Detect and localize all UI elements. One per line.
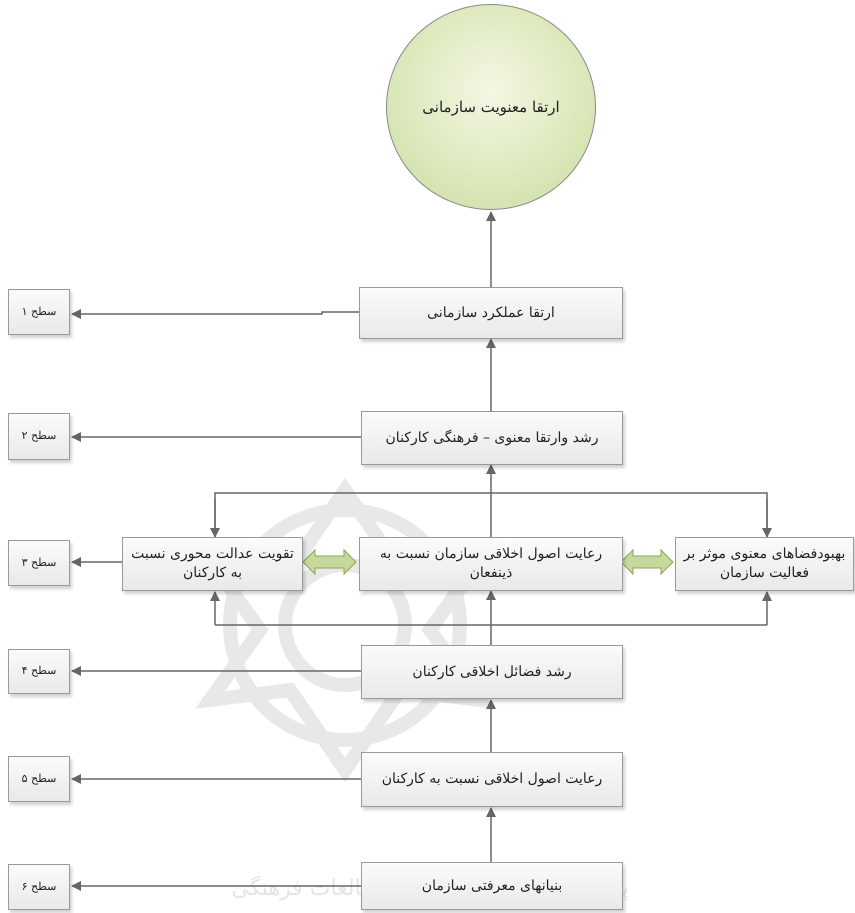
box-spiritual-cultural-growth: رشد وارتقا معنوی – فرهنگی کارکنان xyxy=(361,411,623,465)
box-label: تقویت عدالت محوری نسبت به کارکنان xyxy=(131,546,294,581)
box-label: بهبودفضاهای معنوی موثر بر فعالیت سازمان xyxy=(683,546,846,581)
goal-label: ارتقا معنویت سازمانی xyxy=(422,98,560,116)
level-label-1: سطح ۱ xyxy=(8,289,70,335)
box-ethics-stakeholders: رعایت اصول اخلاقی سازمان نسبت به ذینفعان xyxy=(359,537,623,591)
box-label: بنیانهای معرفتی سازمان xyxy=(421,877,563,894)
box-label: رشد وارتقا معنوی – فرهنگی کارکنان xyxy=(385,429,599,446)
level-label-2: سطح ۲ xyxy=(8,413,70,460)
box-label: رشد فضائل اخلاقی کارکنان xyxy=(412,663,572,680)
box-label: رعایت اصول اخلاقی سازمان نسبت به ذینفعان xyxy=(379,546,603,581)
level-label-5: سطح ۵ xyxy=(8,756,70,802)
watermark-emblem xyxy=(195,477,495,783)
box-organizational-performance: ارتقا عملکرد سازمانی xyxy=(359,287,623,339)
box-epistemic-foundations: بنیانهای معرفتی سازمان xyxy=(361,862,623,910)
box-label: ارتقا عملکرد سازمانی xyxy=(427,304,555,321)
level-label-3: سطح ۳ xyxy=(8,540,70,586)
level-label-4: سطح ۴ xyxy=(8,649,70,694)
double-arrow-left xyxy=(302,548,357,576)
level-line-1 xyxy=(71,309,359,319)
double-arrow-right xyxy=(620,548,674,576)
box-ethical-virtues: رشد فضائل اخلاقی کارکنان xyxy=(361,645,623,699)
box-justice-employees: تقویت عدالت محوری نسبت به کارکنان xyxy=(122,537,303,591)
goal-circle: ارتقا معنویت سازمانی xyxy=(386,4,596,210)
level-label-6: سطح ۶ xyxy=(8,864,70,910)
box-spiritual-spaces: بهبودفضاهای معنوی موثر بر فعالیت سازمان xyxy=(675,537,854,591)
box-ethics-employees: رعایت اصول اخلاقی نسبت به کارکنان xyxy=(361,752,623,807)
box-label: رعایت اصول اخلاقی نسبت به کارکنان xyxy=(381,771,603,788)
